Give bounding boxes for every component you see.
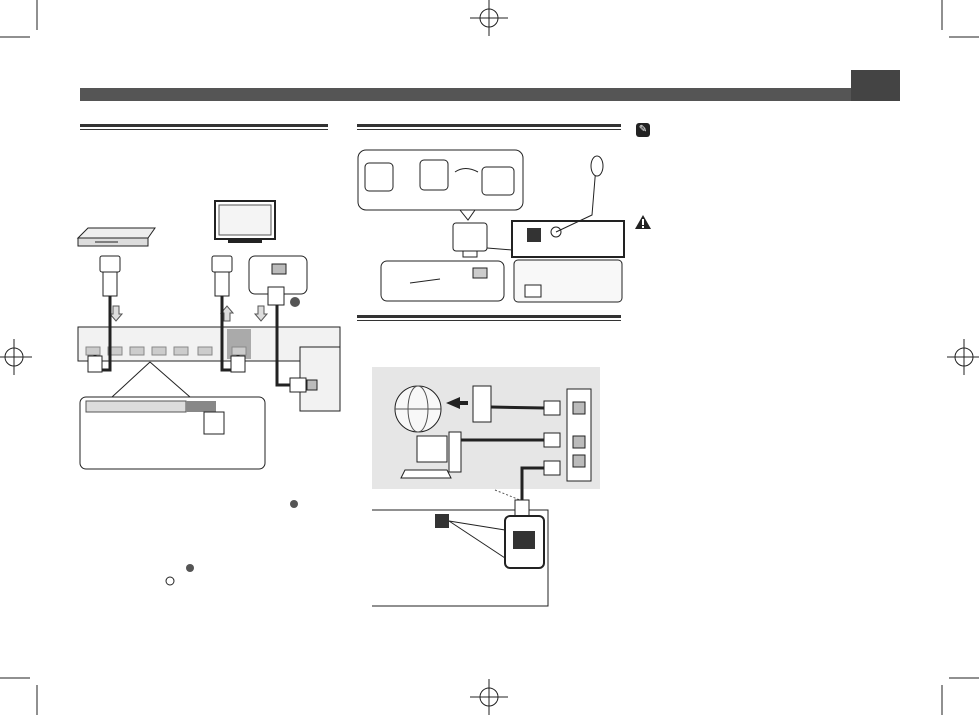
section-rule-network-thin xyxy=(357,320,621,321)
warning-triangle-icon xyxy=(635,215,651,229)
chapter-header-bar xyxy=(80,88,900,101)
section-rule-hdmi xyxy=(80,124,328,127)
section-rule-antenna-thin xyxy=(357,129,621,130)
desktop-computer-icon xyxy=(400,431,462,479)
section-rule-antenna xyxy=(357,124,621,127)
section-rule-network xyxy=(357,315,621,318)
pencil-note-icon: ✎ xyxy=(636,123,650,137)
tv-icon xyxy=(214,200,276,243)
bd-player-icon xyxy=(76,227,156,247)
chapter-number-tab xyxy=(851,70,900,101)
router-icon xyxy=(472,385,492,423)
globe-internet-icon xyxy=(394,385,442,433)
section-rule-hdmi-thin xyxy=(80,129,328,130)
